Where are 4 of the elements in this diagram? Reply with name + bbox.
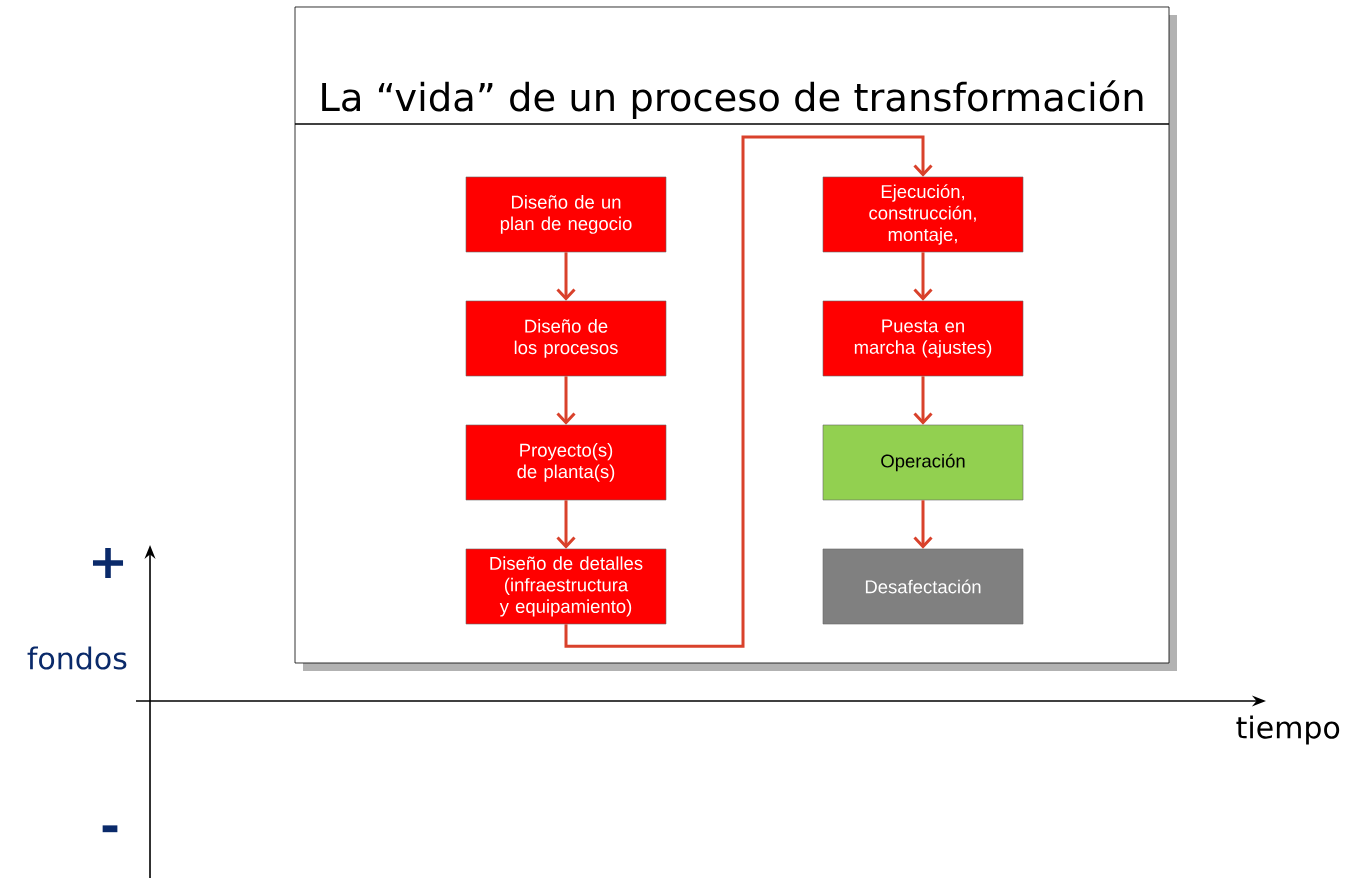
plus-sign: + (93, 547, 124, 579)
minus-sign: - (102, 825, 118, 833)
axis-label: tiempo (1236, 715, 1340, 745)
axis-label: fondos (27, 646, 127, 670)
